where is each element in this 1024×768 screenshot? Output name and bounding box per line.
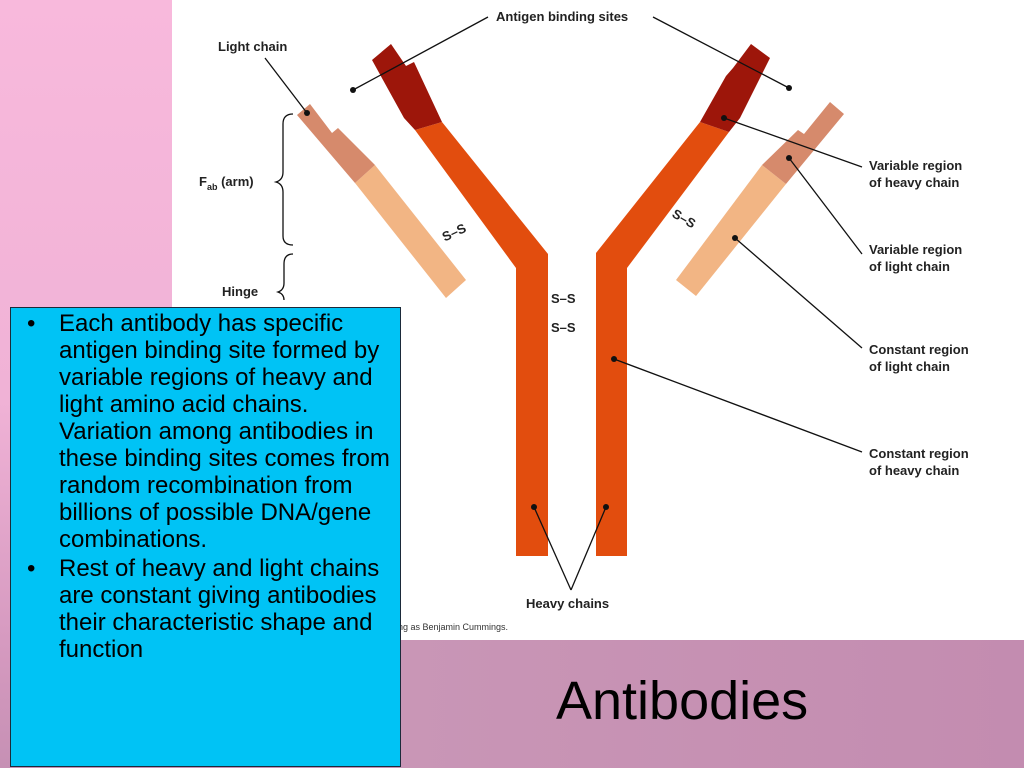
label-variable-heavy-1: Variable region (869, 158, 962, 173)
dot-constant-light (732, 235, 738, 241)
label-constant-heavy-1: Constant region (869, 446, 969, 461)
disulfide-hinge-1: S–S (551, 291, 576, 306)
label-fab-arm-text: (arm) (217, 174, 253, 189)
bullet-dot: • (27, 555, 36, 582)
label-variable-light-1: Variable region (869, 242, 962, 257)
right-light-chain-variable (762, 102, 844, 184)
bullet-list: • Each antibody has specific antigen bind… (11, 310, 400, 663)
leader-antigen-right (652, 16, 790, 89)
label-variable-heavy-2: of heavy chain (869, 175, 959, 190)
bullet-dot: • (27, 310, 36, 337)
left-heavy-chain-constant (415, 122, 548, 556)
bullet-text-1: Each antibody has specific antigen bindi… (59, 310, 390, 553)
right-light-chain-constant (676, 165, 786, 296)
leader-heavy-left (533, 506, 572, 591)
dot-heavy-left (531, 504, 537, 510)
right-heavy-chain-variable (700, 44, 770, 132)
leader-antigen-left (352, 16, 489, 91)
label-fab-sub: ab (207, 182, 218, 192)
label-fab-f: F (199, 174, 207, 189)
label-constant-heavy-2: of heavy chain (869, 463, 959, 478)
bullet-item: • Rest of heavy and light chains are cons… (11, 555, 400, 663)
title-band (400, 640, 1024, 768)
bullet-item: • Each antibody has specific antigen bind… (11, 310, 400, 553)
disulfide-left-arm: S–S (440, 220, 469, 244)
dot-heavy-right (603, 504, 609, 510)
dot-variable-light (786, 155, 792, 161)
image-credit: ng as Benjamin Cummings. (398, 622, 508, 632)
leader-light-chain (264, 57, 308, 114)
label-hinge: Hinge (222, 284, 258, 299)
slide-title: Antibodies (556, 671, 809, 731)
leader-constant-heavy (613, 358, 863, 453)
dot-constant-heavy (611, 356, 617, 362)
bullet-text-2: Rest of heavy and light chains are const… (59, 555, 380, 663)
left-light-chain-constant (355, 165, 466, 298)
disulfide-hinge-2: S–S (551, 320, 576, 335)
label-heavy-chains: Heavy chains (526, 596, 609, 611)
dot-light-chain (304, 110, 310, 116)
label-constant-light-2: of light chain (869, 359, 950, 374)
bullet-text-box: • Each antibody has specific antigen bind… (10, 307, 401, 767)
label-fab-arm: Fab (arm) (199, 174, 254, 192)
left-heavy-chain-variable (372, 44, 442, 130)
leader-variable-heavy (723, 117, 863, 168)
label-variable-light-2: of light chain (869, 259, 950, 274)
dot-antigen-right (786, 85, 792, 91)
label-antigen-binding-sites: Antigen binding sites (496, 9, 628, 24)
left-light-chain-variable (297, 104, 375, 183)
leader-constant-light (734, 237, 863, 349)
right-heavy-chain-constant (596, 122, 729, 556)
fab-brace (273, 113, 294, 246)
dot-antigen-left (350, 87, 356, 93)
leader-variable-light (788, 157, 863, 255)
dot-variable-heavy (721, 115, 727, 121)
leader-heavy-right (570, 506, 607, 591)
label-light-chain: Light chain (218, 39, 287, 54)
hinge-brace (275, 253, 294, 301)
disulfide-right-arm: S–S (670, 206, 699, 231)
label-constant-light-1: Constant region (869, 342, 969, 357)
